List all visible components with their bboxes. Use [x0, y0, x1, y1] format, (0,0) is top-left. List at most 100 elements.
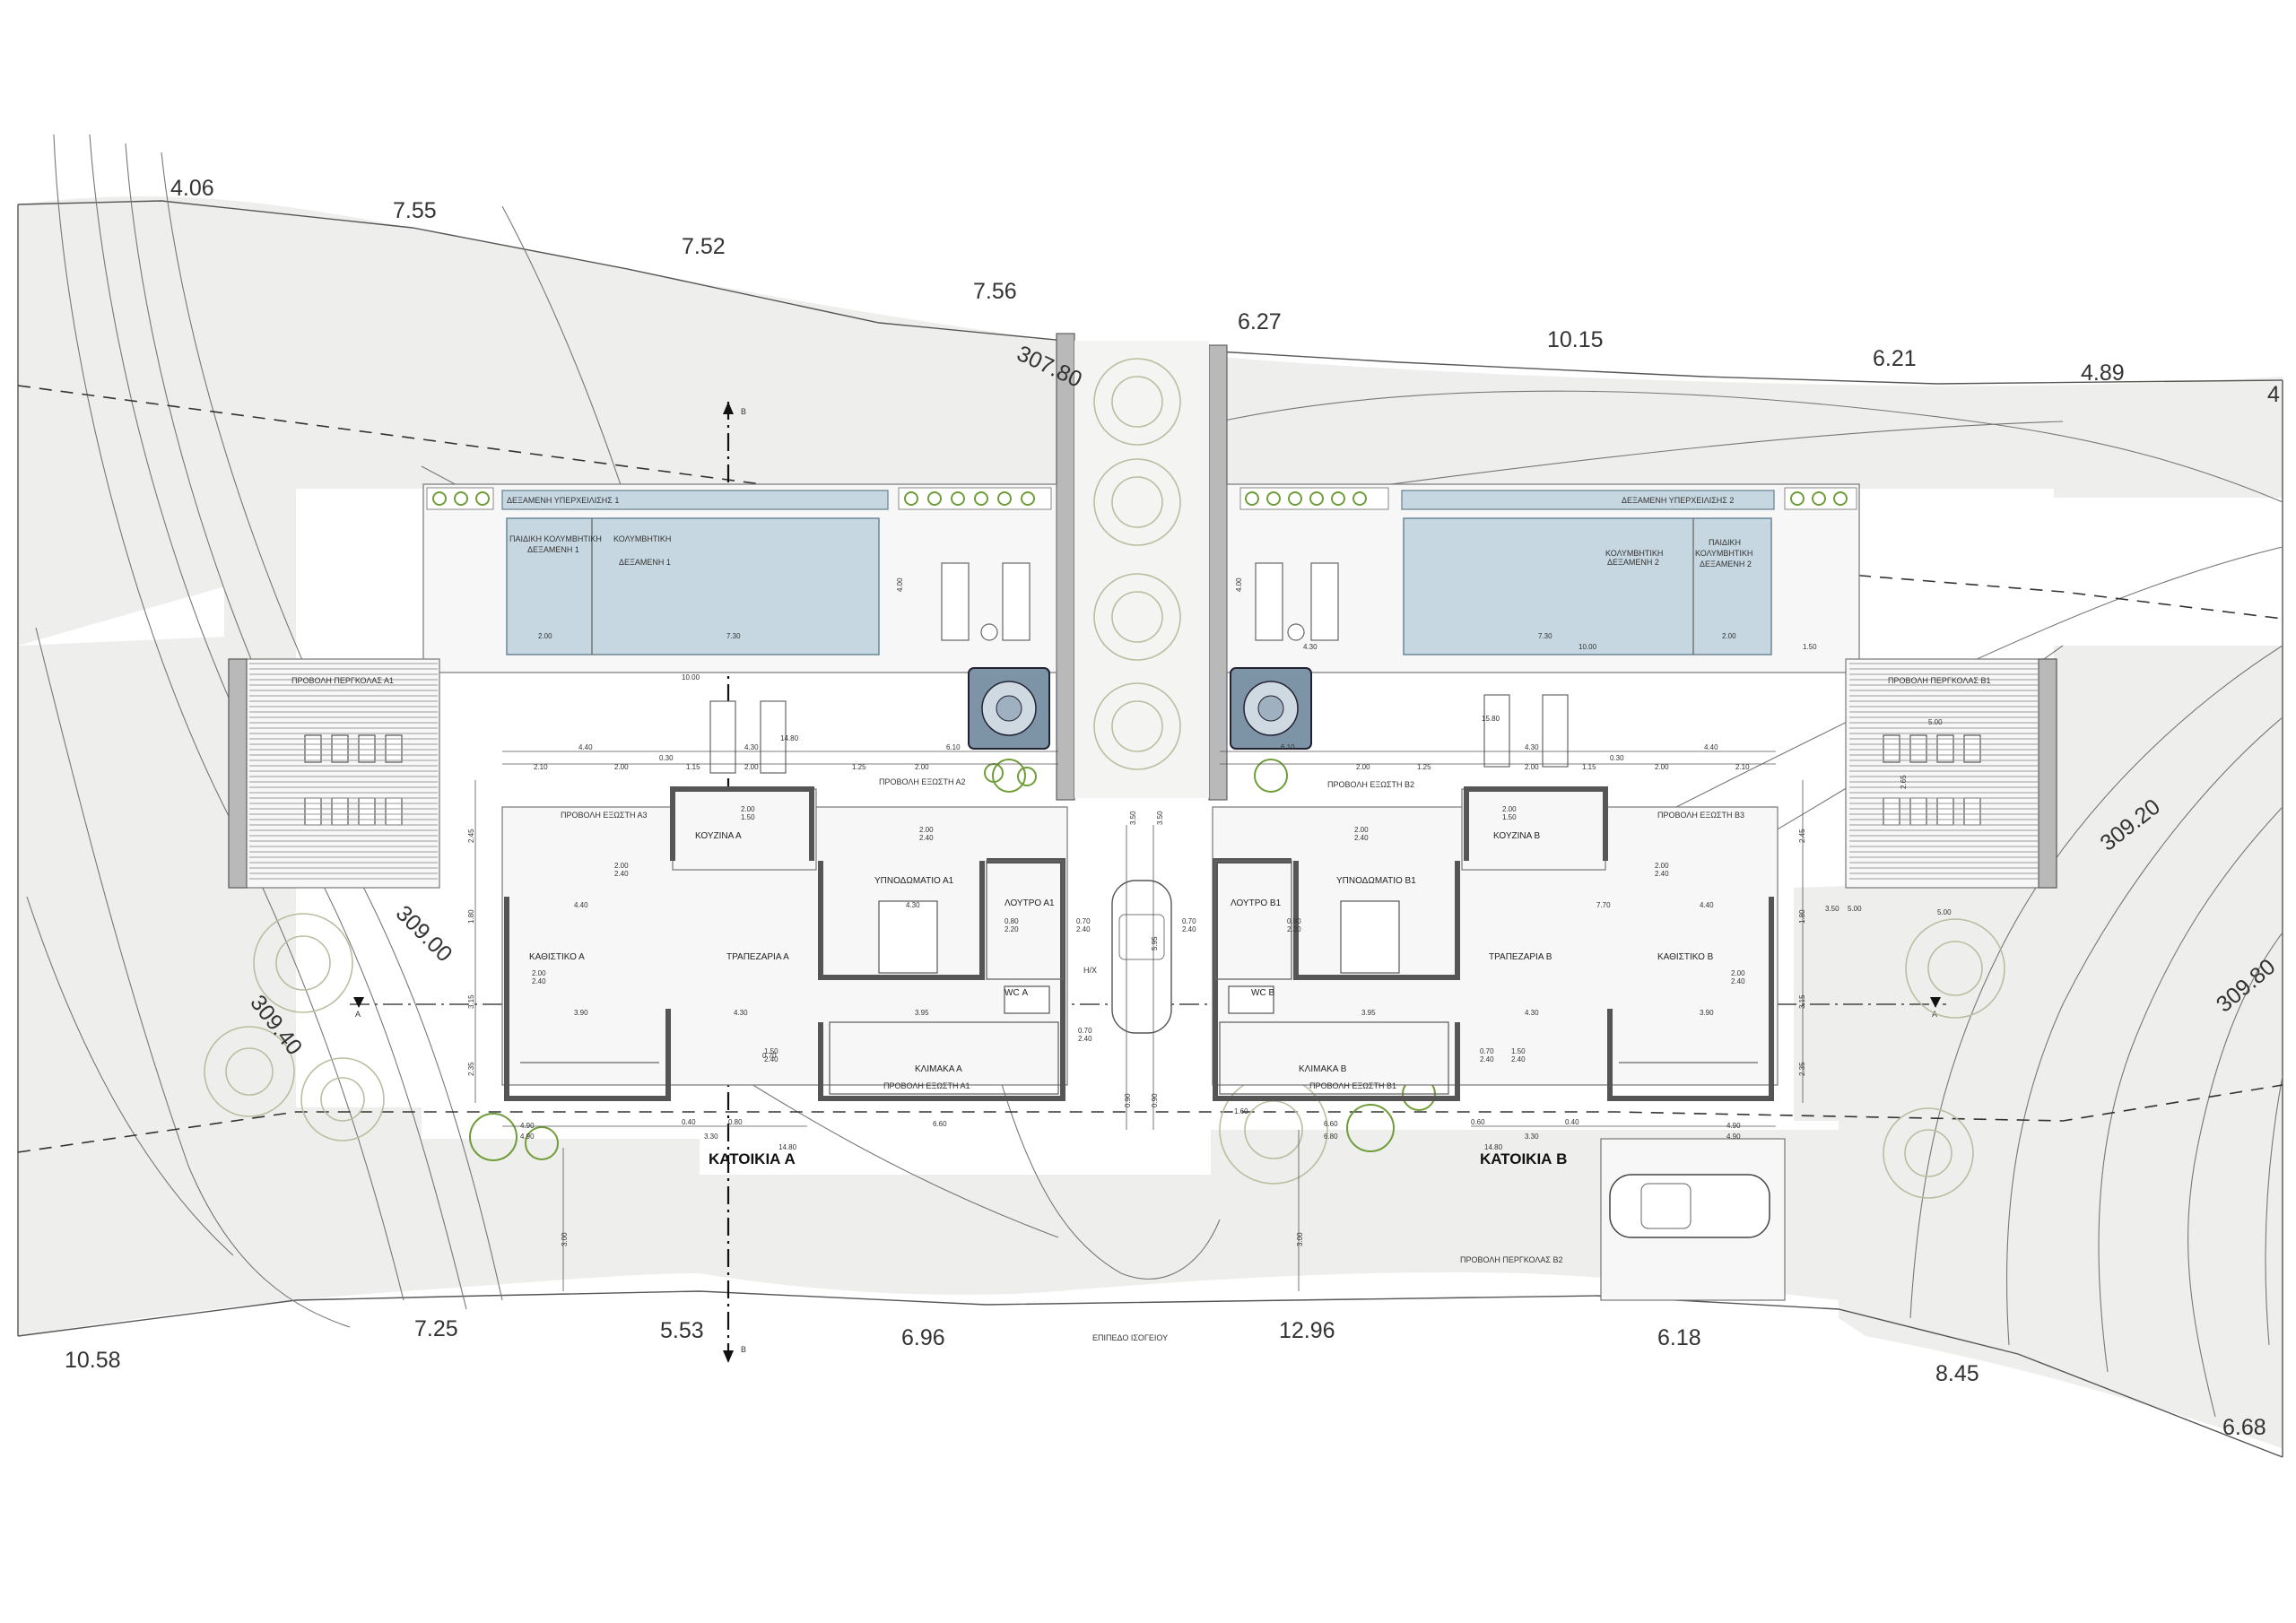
svg-text:4.00: 4.00: [896, 577, 904, 592]
dimension-lines: [474, 751, 1804, 1291]
room-b-living: ΚΑΘΙΣΤΙΚΟ Β: [1657, 952, 1714, 962]
dim-pool-b-side: 1.50: [1803, 643, 1817, 651]
svg-text:4.90: 4.90: [1726, 1133, 1741, 1141]
section-arrow-a-left: [353, 997, 364, 1008]
svg-text:1.50: 1.50: [1502, 813, 1517, 821]
svg-text:6.60: 6.60: [1324, 1120, 1338, 1128]
house-a: [501, 786, 1068, 1101]
svg-text:2.00: 2.00: [919, 826, 934, 834]
svg-text:6.80: 6.80: [1324, 1133, 1338, 1141]
svg-text:0.40: 0.40: [1565, 1118, 1579, 1126]
pool-a-kids-l2: ΔΕΞΑΜΕΝΗ 1: [527, 545, 579, 554]
palms: [469, 759, 1436, 1161]
svg-text:0.70: 0.70: [1182, 917, 1196, 925]
svg-text:0.80: 0.80: [1287, 917, 1301, 925]
svg-text:4.40: 4.40: [1700, 901, 1714, 909]
svg-text:14.80: 14.80: [780, 734, 799, 742]
plant-strip-a: [426, 487, 1052, 510]
dim-pool-b-total: 10.00: [1578, 643, 1597, 651]
svg-text:0.60: 0.60: [1471, 1118, 1485, 1126]
eave-a2-label: ΠΡΟΒΟΛΗ ΕΞΩΣΤΗ Α2: [879, 777, 966, 786]
svg-text:2.10: 2.10: [534, 763, 548, 771]
section-mark-a-right: Α: [1932, 1010, 1937, 1019]
svg-text:2.10: 2.10: [1735, 763, 1750, 771]
svg-text:6.10: 6.10: [1281, 743, 1295, 751]
driveway-car: [1111, 880, 1172, 1034]
svg-text:2.00: 2.00: [1731, 969, 1745, 977]
svg-text:10.15: 10.15: [1547, 327, 1604, 352]
dimension-texts-vertical: 2.45 1.80 3.15 2.35 2.45 1.80 3.15 2.35 …: [467, 577, 1908, 1246]
room-a-kitchen: ΚΟΥΖΙΝΑ Α: [695, 831, 742, 841]
svg-text:1.80: 1.80: [1798, 909, 1806, 924]
dim-deck-b: 4.30: [1303, 643, 1318, 651]
svg-text:2.00: 2.00: [1525, 763, 1539, 771]
section-arrow-a-right: [1930, 997, 1941, 1008]
section-arrow-top: [723, 402, 734, 414]
svg-text:2.40: 2.40: [1354, 834, 1369, 842]
boundary-dimension-labels: 4.06 7.55 7.52 7.56 6.27 10.15 6.21 4.89…: [65, 176, 2280, 1440]
room-b-bedroom: ΥΠΝΟΔΩΜΑΤΙΟ Β1: [1336, 876, 1416, 886]
house-b-title: ΚΑΤΟΙΚΙΑ Β: [1480, 1150, 1567, 1167]
room-b-dining: ΤΡΑΠΕΖΑΡΙΑ Β: [1489, 952, 1552, 962]
section-arrow-bottom: [723, 1350, 734, 1363]
svg-text:12.96: 12.96: [1279, 1318, 1335, 1343]
svg-text:14.80: 14.80: [1484, 1143, 1503, 1151]
dim-pergola-b-top: 5.00: [1928, 718, 1943, 726]
svg-text:2.40: 2.40: [1655, 870, 1669, 878]
plan-title: ΕΠΙΠΕΔΟ ΙΣΟΓΕΙΟΥ: [1092, 1333, 1168, 1342]
svg-text:4.90: 4.90: [1726, 1122, 1741, 1130]
svg-text:3.50: 3.50: [1825, 905, 1839, 913]
svg-text:15.80: 15.80: [1482, 715, 1500, 723]
dim-pool-a-total: 10.00: [682, 673, 700, 681]
svg-text:4.06: 4.06: [170, 176, 214, 201]
svg-text:3.90: 3.90: [574, 1009, 588, 1017]
svg-text:1.80: 1.80: [467, 909, 475, 924]
terrain-south: [296, 1130, 1839, 1300]
svg-text:2.40: 2.40: [532, 977, 546, 985]
room-b-stair: ΚΛΙΜΑΚΑ Β: [1299, 1064, 1347, 1074]
dim-pool-a-kids: 2.00: [538, 632, 552, 640]
svg-text:5.95: 5.95: [1151, 936, 1159, 950]
svg-text:1.25: 1.25: [852, 763, 866, 771]
svg-text:309.00: 309.00: [391, 900, 457, 967]
hot-tub-b: [1230, 667, 1312, 750]
overflow-tank-a-label: ΔΕΞΑΜΕΝΗ ΥΠΕΡΧΕΙΛΙΣΗΣ 1: [507, 496, 619, 505]
svg-text:7.55: 7.55: [393, 198, 437, 223]
svg-text:1.50: 1.50: [741, 813, 755, 821]
svg-text:4.00: 4.00: [1235, 577, 1243, 592]
room-b-kitchen: ΚΟΥΖΙΝΑ Β: [1493, 831, 1540, 841]
svg-text:2.00: 2.00: [1655, 763, 1669, 771]
room-a-bedroom: ΥΠΝΟΔΩΜΑΤΙΟ Α1: [874, 876, 954, 886]
sun-loungers: [709, 562, 1569, 774]
svg-text:2.00: 2.00: [532, 969, 546, 977]
svg-text:3.15: 3.15: [467, 994, 475, 1009]
hx-label: Η/Χ: [1083, 966, 1097, 975]
svg-text:3.50: 3.50: [1156, 811, 1164, 825]
house-b: [1212, 786, 1779, 1101]
overflow-tank-b: [1401, 490, 1775, 510]
site-boundary-north: [17, 200, 2283, 385]
svg-text:1.50: 1.50: [1511, 1047, 1526, 1055]
setback-line-south: [17, 1084, 2283, 1153]
svg-text:7.56: 7.56: [973, 279, 1017, 304]
svg-text:2.00: 2.00: [744, 763, 759, 771]
svg-text:10.58: 10.58: [65, 1348, 121, 1373]
setback-line-north: [17, 385, 2283, 620]
svg-text:5.53: 5.53: [660, 1318, 704, 1343]
svg-text:1.25: 1.25: [1417, 763, 1431, 771]
svg-text:6.96: 6.96: [901, 1325, 945, 1350]
svg-text:2.45: 2.45: [467, 829, 475, 843]
svg-text:3.30: 3.30: [704, 1133, 718, 1141]
svg-text:4.40: 4.40: [1704, 743, 1718, 751]
dim-pool-a-main: 7.30: [726, 632, 741, 640]
svg-text:1.60: 1.60: [1234, 1107, 1248, 1115]
pool-a-main-l1: ΚΟΛΥΜΒΗΤΙΚΗ: [613, 534, 671, 543]
room-b-bath: ΛΟΥΤΡΟ Β1: [1231, 898, 1282, 908]
pergola-b-slats: [1849, 663, 2038, 880]
svg-text:7.52: 7.52: [682, 234, 726, 259]
svg-text:2.00: 2.00: [614, 862, 629, 870]
svg-text:6.10: 6.10: [946, 743, 961, 751]
svg-text:3.30: 3.30: [1525, 1133, 1539, 1141]
dim-pool-b-main: 7.30: [1538, 632, 1552, 640]
